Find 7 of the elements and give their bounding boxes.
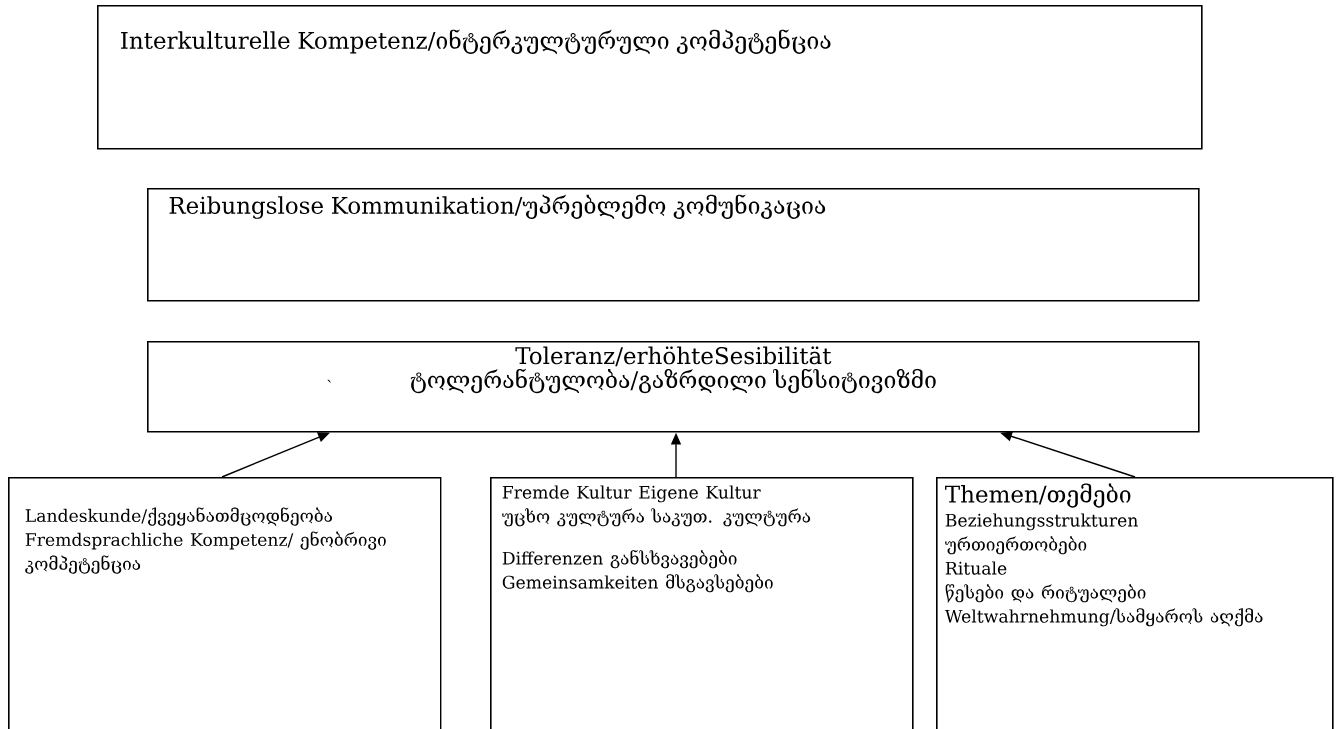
stray-mark: `: [327, 379, 331, 383]
arrow: [221, 432, 330, 478]
text-box: Reibungslose Kommunikation/უპრებლემო კომუნიკაცია: [147, 188, 1200, 302]
text-box: Interkulturelle Kompetenz/ინტერკულტურული კომპეტენცია: [97, 5, 1203, 150]
text-box: Landeskunde/ქვეყანათმცოდნეობა Fremdsprachliche Kompetenz/ ენობრივი კომპეტენცია: [8, 477, 442, 729]
text-box: Themen/თემები Beziehungsstrukturen ურთიერთობები Rituale წესები და რიტუალები Weltwahrnehmung/სამყაროს აღქმა: [936, 477, 1334, 729]
text-box: Fremde Kultur Eigene Kultur უცხო კულტურა საკუთ. კულტურა Differenzen განსხვავებები Gemeinsamkeiten მსგავსებები: [490, 477, 914, 729]
